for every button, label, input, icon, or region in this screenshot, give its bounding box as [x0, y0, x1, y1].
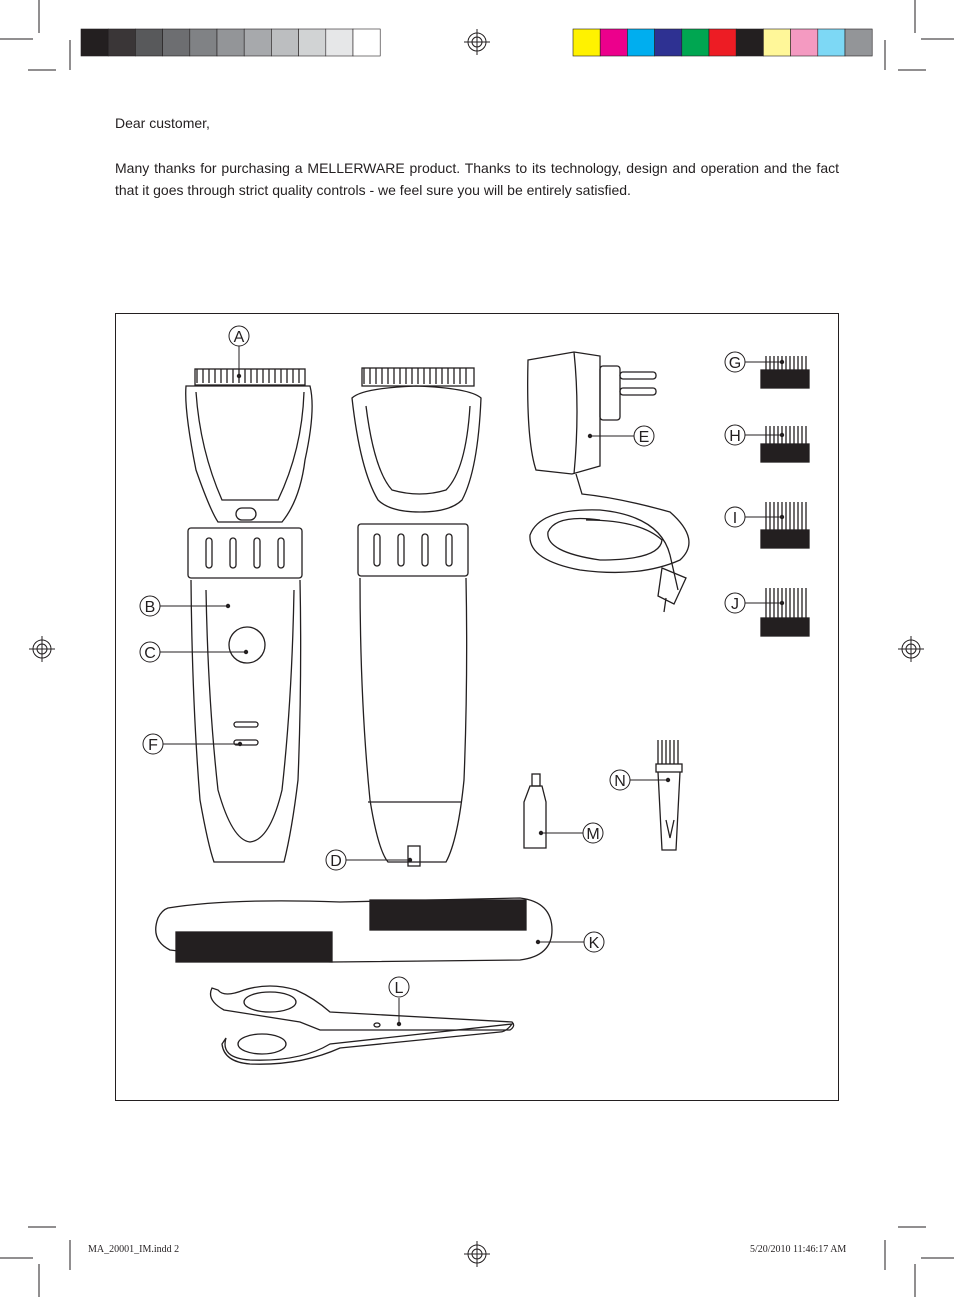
callout-a: A	[234, 329, 245, 346]
color-swatch	[298, 28, 327, 57]
adjust-ring	[187, 527, 303, 579]
lock-slider	[235, 507, 257, 521]
power-button	[228, 626, 266, 664]
callout-g: G	[729, 355, 741, 372]
guide-comb-j	[760, 588, 810, 637]
clipper-side	[351, 367, 482, 867]
color-swatch	[271, 28, 299, 57]
color-swatch	[681, 28, 710, 57]
footer-filename: MA_20001_IM.indd 2	[88, 1244, 180, 1255]
scissors	[209, 985, 515, 1065]
clipper-body-front	[190, 579, 302, 863]
registration-target-icon	[29, 636, 55, 662]
callout-c: C	[144, 645, 156, 662]
charging-socket	[407, 845, 421, 867]
styling-comb	[155, 897, 553, 963]
registration-target-icon	[464, 29, 490, 55]
oil-bottle	[523, 773, 547, 849]
callout-leaders	[160, 346, 782, 1024]
callout-dots	[225, 359, 785, 1027]
intro-paragraph: Many thanks for purchasing a MELLERWARE …	[115, 160, 839, 198]
color-swatch	[572, 28, 601, 57]
callout-e: E	[639, 429, 650, 446]
callout-n: N	[614, 773, 626, 790]
callout-b: B	[145, 599, 156, 616]
gray-color-bar	[80, 28, 381, 57]
comb-attachment-side	[351, 385, 482, 513]
guide-comb-i	[760, 502, 810, 549]
color-swatch	[162, 28, 191, 57]
power-cable	[529, 473, 690, 591]
process-color-bar	[572, 28, 873, 57]
color-swatch	[352, 28, 381, 57]
callout-l: L	[395, 980, 404, 997]
color-swatch	[599, 28, 628, 57]
callout-circles	[139, 325, 746, 998]
guide-comb-g	[760, 356, 810, 389]
charge-indicator-top	[233, 721, 259, 728]
color-swatch	[790, 28, 819, 57]
callout-h: H	[729, 428, 741, 445]
blade-front	[194, 368, 306, 386]
color-swatch	[189, 28, 218, 57]
callout-j: J	[731, 596, 739, 613]
color-swatch	[135, 28, 163, 57]
greeting-text: Dear customer,	[115, 115, 210, 131]
registration-target-icon	[898, 636, 924, 662]
clipper-front	[185, 368, 313, 863]
color-swatch	[844, 28, 873, 57]
color-swatch	[80, 28, 109, 57]
footer-timestamp: 5/20/2010 11:46:17 AM	[750, 1244, 847, 1255]
power-adapter	[527, 351, 690, 613]
callout-k: K	[589, 935, 600, 952]
color-swatch	[654, 28, 683, 57]
registration-target-icon	[464, 1241, 490, 1267]
callout-i: I	[733, 510, 737, 527]
charge-indicator-bottom	[233, 739, 259, 746]
color-swatch	[107, 28, 136, 57]
color-swatch	[627, 28, 655, 57]
registration-targets	[29, 29, 924, 1267]
callout-d: D	[330, 853, 342, 870]
comb-attachment-front	[185, 385, 313, 523]
callout-m: M	[586, 826, 599, 843]
cleaning-brush	[655, 740, 683, 851]
guide-comb-h	[760, 426, 810, 463]
color-swatch	[735, 28, 764, 57]
color-swatch	[243, 28, 272, 57]
diagram-frame	[115, 313, 839, 1101]
callout-f: F	[148, 737, 158, 754]
color-swatch	[708, 28, 737, 57]
clipper-body-side	[359, 577, 468, 863]
